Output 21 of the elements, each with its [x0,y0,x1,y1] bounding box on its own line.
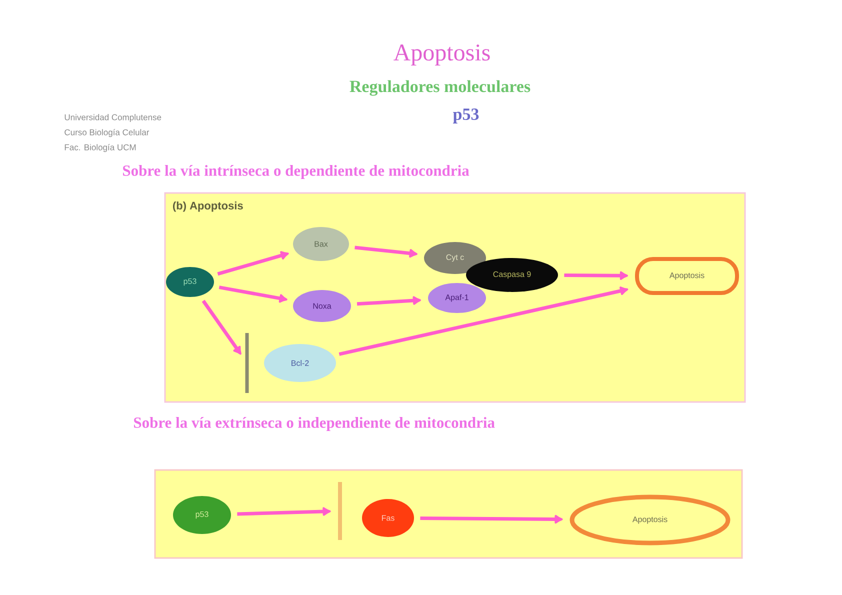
panel-heading: (b) Apoptosis [173,201,243,212]
arrow [218,286,288,303]
institution-text: Universidad Complutense [64,114,162,122]
arrow [217,251,289,276]
subtitle: Reguladores moleculares [350,80,530,96]
outcome-box: Apoptosis [635,257,739,295]
arrow [356,296,422,306]
subtitle: p53 [453,108,479,124]
arrow [202,300,242,355]
arrow [354,246,418,258]
institution-text: Curso Biología Celular [64,128,150,137]
section-heading: Sobre la vía extrínseca o independiente de mitocondria [134,416,495,432]
arrow [237,507,331,516]
inhibition-bar [245,333,249,393]
arrow [420,514,563,524]
inhibition-bar [338,482,342,540]
arrow [564,271,628,280]
title: Apoptosis [394,44,490,66]
institution-text: Fac. Biología UCM [64,144,136,152]
section-heading: Sobre la vía intrínseca o dependiente de mitocondria [123,164,470,180]
arrow [338,286,628,356]
